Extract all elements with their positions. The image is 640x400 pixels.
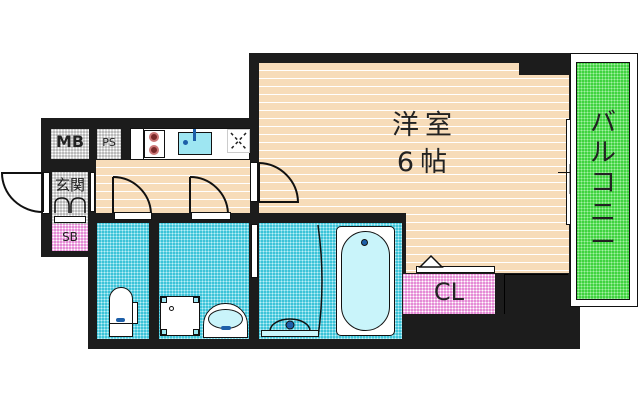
washroom-door[interactable] — [188, 175, 230, 215]
western-room-door[interactable] — [258, 162, 300, 204]
faucet-icon — [193, 129, 196, 141]
balcony-char: バ — [589, 108, 616, 138]
closet-side-cabinet — [504, 274, 568, 314]
entrance-side-frame — [90, 172, 95, 212]
basin-drain-icon — [221, 326, 231, 330]
shoe-box — [52, 224, 88, 251]
closet-label: CL — [433, 278, 465, 306]
entrance-step — [54, 216, 86, 223]
burner-icon — [149, 132, 159, 142]
western-room-name: 洋室 — [392, 110, 458, 141]
front-door[interactable] — [0, 172, 45, 214]
bathtub-basin — [341, 231, 390, 331]
washer-corner — [193, 297, 199, 303]
drain-icon — [183, 140, 188, 145]
balcony-char: ー — [589, 228, 616, 258]
closet-door[interactable] — [416, 266, 495, 273]
western-room-door-frame — [250, 162, 258, 202]
closet-floor — [403, 274, 495, 314]
pipe-space-label: PS — [102, 136, 116, 149]
western-room-label: 洋室 6帖 — [380, 112, 470, 176]
balcony-floor — [576, 62, 630, 300]
shower-head-icon[interactable] — [268, 318, 312, 332]
entrance-label: 玄関 — [54, 176, 85, 194]
toilet-lid — [132, 302, 138, 324]
balcony-char: ル — [589, 138, 616, 168]
washer-corner — [161, 297, 167, 303]
bathroom-door-frame — [251, 224, 258, 278]
meter-box-label: MB — [55, 132, 85, 151]
toilet-bowl[interactable] — [109, 323, 133, 337]
toilet-door-frame — [114, 212, 152, 220]
western-room-size: 6帖 — [396, 147, 454, 178]
washer-corner — [193, 329, 199, 335]
bathtub-drain-icon — [361, 239, 368, 246]
balcony-label: バ ル コ ニ ー — [583, 108, 623, 258]
pipe-space — [97, 129, 121, 159]
pillar — [519, 63, 569, 75]
meter-box — [51, 129, 89, 159]
shoe-icon — [54, 197, 86, 213]
shoe-box-label: SB — [62, 230, 78, 244]
washer-corner — [161, 329, 167, 335]
burner-icon — [149, 145, 159, 155]
shower-tray — [261, 330, 319, 337]
toilet-door[interactable] — [111, 175, 153, 215]
refrigerator-x-icon — [230, 132, 247, 150]
corridor-floor — [96, 160, 250, 213]
balcony-char: コ — [589, 168, 616, 198]
washer-drain-icon — [169, 306, 174, 311]
wall-stub — [130, 128, 144, 160]
washroom-door-frame — [191, 212, 231, 220]
toilet-flush-icon — [116, 318, 125, 322]
shower-curtain — [317, 224, 323, 338]
closet-door-arrow — [418, 254, 444, 268]
balcony-char: ニ — [589, 198, 616, 228]
